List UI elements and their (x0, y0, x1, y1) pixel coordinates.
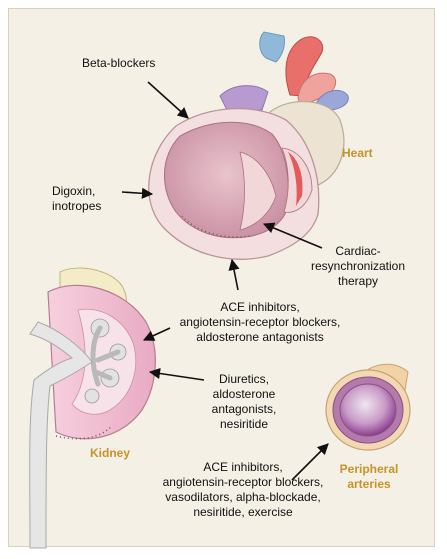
arrow-beta-blockers (147, 81, 189, 119)
arrow-ace-heart (228, 258, 240, 291)
label-crt-line-3: therapy (337, 274, 379, 288)
arrow-crt (262, 222, 323, 249)
label-ace-bottom: ACE inhibitors, angiotensin-receptor blo… (158, 460, 328, 520)
arrow-ace-kidney (142, 327, 171, 341)
label-digoxin-line-2: inotropes (52, 199, 102, 213)
arrow-diuretics (148, 367, 205, 381)
label-ace-center-line-2: angiotensin-receptor blockers, (179, 315, 341, 329)
label-digoxin-line-1: Digoxin, (52, 184, 96, 198)
kidney-illustration (29, 267, 156, 549)
arrow-ace-artery (291, 443, 329, 481)
label-ace-bottom-line-4: nesiritide, exercise (193, 505, 293, 519)
label-digoxin: Digoxin, inotropes (52, 184, 101, 214)
label-crt-line-2: resynchronization (310, 259, 406, 273)
organ-label-arteries: Peripheral arteries (334, 462, 404, 492)
artery-illustration (325, 363, 411, 451)
organ-label-arteries-line-1: Peripheral (339, 462, 399, 476)
label-ace-bottom-line-2: angiotensin-receptor blockers, (162, 475, 324, 489)
label-crt-line-1: Cardiac- (335, 244, 381, 258)
label-diuretics-line-1: Diuretics, (218, 372, 269, 386)
label-diuretics-line-4: nesiritide (219, 417, 269, 431)
organ-label-kidney: Kidney (90, 446, 131, 460)
label-ace-bottom-line-3: vasodilators, alpha-blockade, (165, 490, 321, 504)
arrows (121, 81, 329, 481)
organ-label-heart: Heart (342, 146, 373, 160)
label-diuretics: Diuretics, aldosterone antagonists, nesi… (194, 372, 294, 432)
label-diuretics-line-3: antagonists, (211, 402, 277, 416)
label-ace-center-line-1: ACE inhibitors, (220, 300, 300, 314)
label-beta-blockers: Beta-blockers (82, 56, 156, 70)
organ-label-arteries-line-2: arteries (347, 477, 391, 491)
label-ace-center-line-3: aldosterone antagonists (196, 330, 324, 344)
arrow-digoxin (121, 187, 154, 199)
label-ace-bottom-line-1: ACE inhibitors, (203, 460, 283, 474)
label-ace-center: ACE inhibitors, angiotensin-receptor blo… (170, 300, 350, 345)
heart-illustration (148, 31, 349, 260)
label-diuretics-line-2: aldosterone (212, 387, 276, 401)
label-crt: Cardiac- resynchronization therapy (298, 244, 418, 289)
